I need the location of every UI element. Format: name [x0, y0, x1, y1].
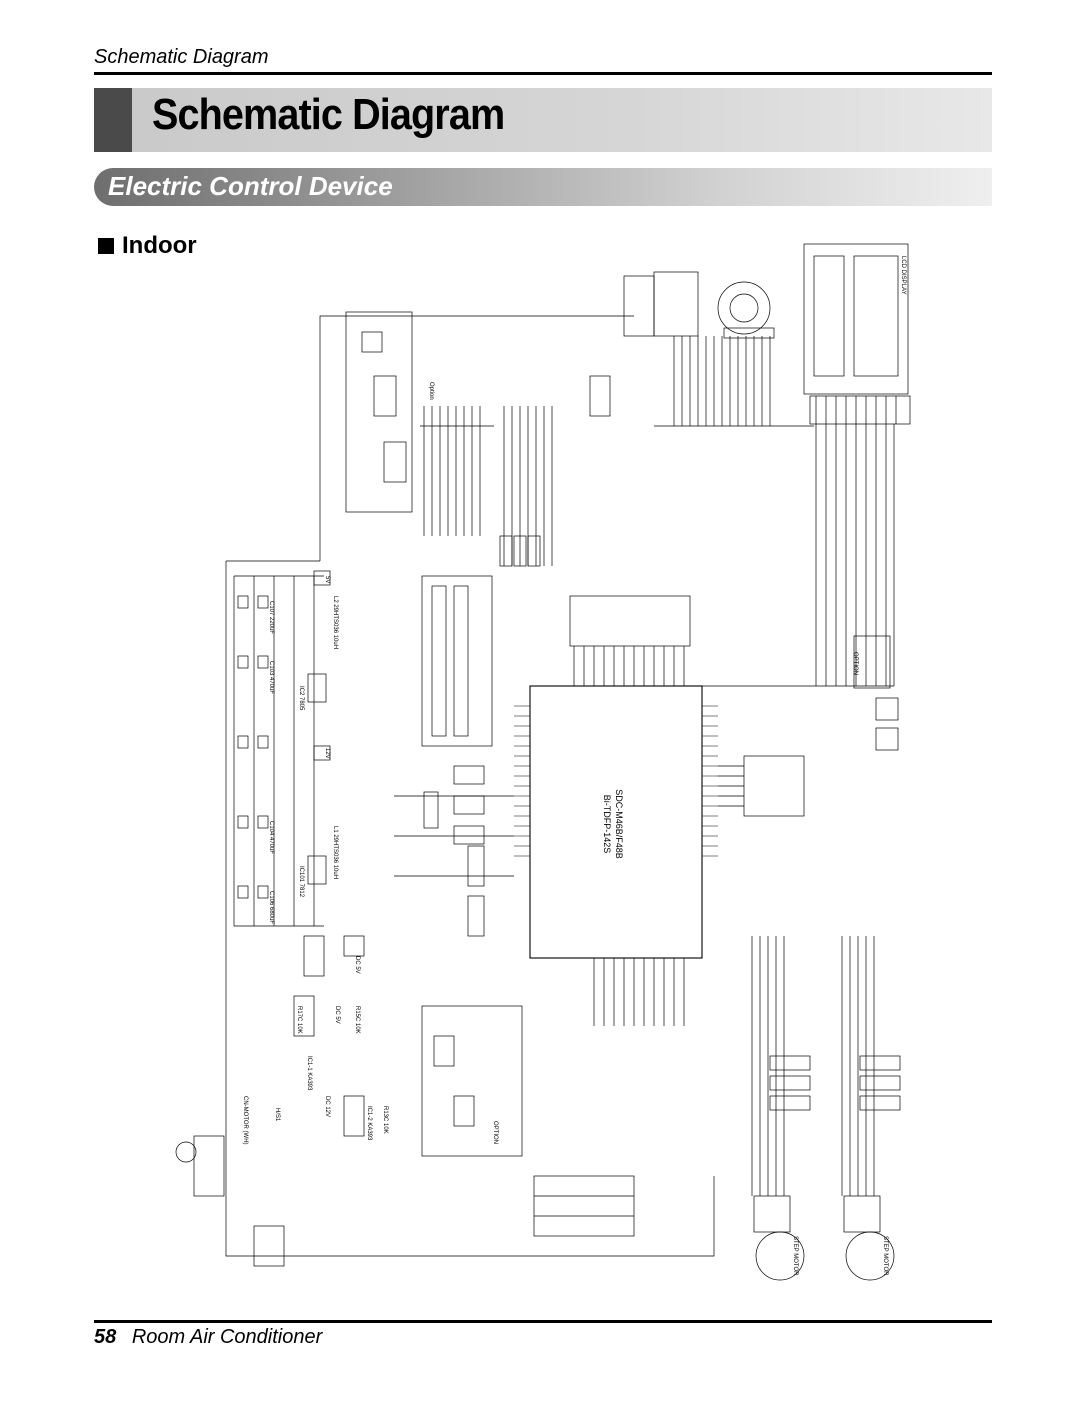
footer-label: Room Air Conditioner: [131, 1326, 323, 1348]
svg-text:LCD DISPLAY: LCD DISPLAY: [900, 256, 906, 295]
schematic-diagram: SDC-M46B/F48B Bi-TDFP-142S L2 29HTS036 1…: [175, 243, 911, 1281]
subtitle-band: Electric Control Device: [94, 168, 992, 206]
section-label: Indoor: [122, 232, 197, 259]
bottom-rule: [94, 1320, 992, 1323]
svg-text:C106 680uF: C106 680uF: [268, 891, 274, 924]
svg-text:R13C 10K: R13C 10K: [382, 1106, 388, 1134]
section-heading: Indoor: [98, 232, 197, 260]
svg-text:OPTION: OPTION: [852, 652, 858, 675]
svg-text:C104 470uF: C104 470uF: [268, 821, 274, 854]
svg-text:12V: 12V: [324, 748, 330, 759]
svg-text:DC 5V: DC 5V: [334, 1006, 340, 1024]
svg-text:SDC-M46B/F48B: SDC-M46B/F48B: [614, 789, 624, 859]
svg-text:L2 29HTS036 10uH: L2 29HTS036 10uH: [332, 596, 338, 649]
svg-text:Bi-TDFP-142S: Bi-TDFP-142S: [602, 795, 612, 854]
svg-text:Option: Option: [428, 382, 434, 400]
svg-text:H/S1: H/S1: [274, 1108, 280, 1122]
title-block: [94, 88, 132, 152]
svg-text:L1 29HTS036 10uH: L1 29HTS036 10uH: [332, 826, 338, 879]
svg-text:IC2 7805: IC2 7805: [298, 686, 304, 711]
running-header: Schematic Diagram: [94, 46, 269, 68]
svg-text:C107 220uF: C107 220uF: [268, 601, 274, 634]
svg-text:C103 470uF: C103 470uF: [268, 661, 274, 694]
svg-text:IC1-2 KA393: IC1-2 KA393: [366, 1106, 372, 1141]
svg-text:DC 5V: DC 5V: [354, 956, 360, 974]
top-rule: [94, 72, 992, 75]
svg-text:OPTION: OPTION: [492, 1121, 498, 1144]
svg-text:R15C 10K: R15C 10K: [354, 1006, 360, 1034]
square-bullet-icon: [98, 238, 114, 254]
footer: 58 Room Air Conditioner: [94, 1326, 322, 1349]
title-band: Schematic Diagram: [94, 88, 992, 152]
svg-text:IC101 7812: IC101 7812: [298, 866, 304, 898]
svg-text:DC 12V: DC 12V: [324, 1096, 330, 1117]
svg-text:5V: 5V: [324, 576, 330, 583]
svg-text:STEP MOTOR: STEP MOTOR: [792, 1236, 798, 1276]
svg-text:R17C 10K: R17C 10K: [296, 1006, 302, 1034]
svg-text:CN-MOTOR (WH): CN-MOTOR (WH): [242, 1096, 248, 1145]
page-title: Schematic Diagram: [152, 90, 505, 139]
page-number: 58: [94, 1326, 117, 1348]
svg-text:STEP MOTOR: STEP MOTOR: [882, 1236, 888, 1276]
subtitle: Electric Control Device: [108, 171, 393, 201]
svg-text:IC1-1 KA393: IC1-1 KA393: [306, 1056, 312, 1091]
